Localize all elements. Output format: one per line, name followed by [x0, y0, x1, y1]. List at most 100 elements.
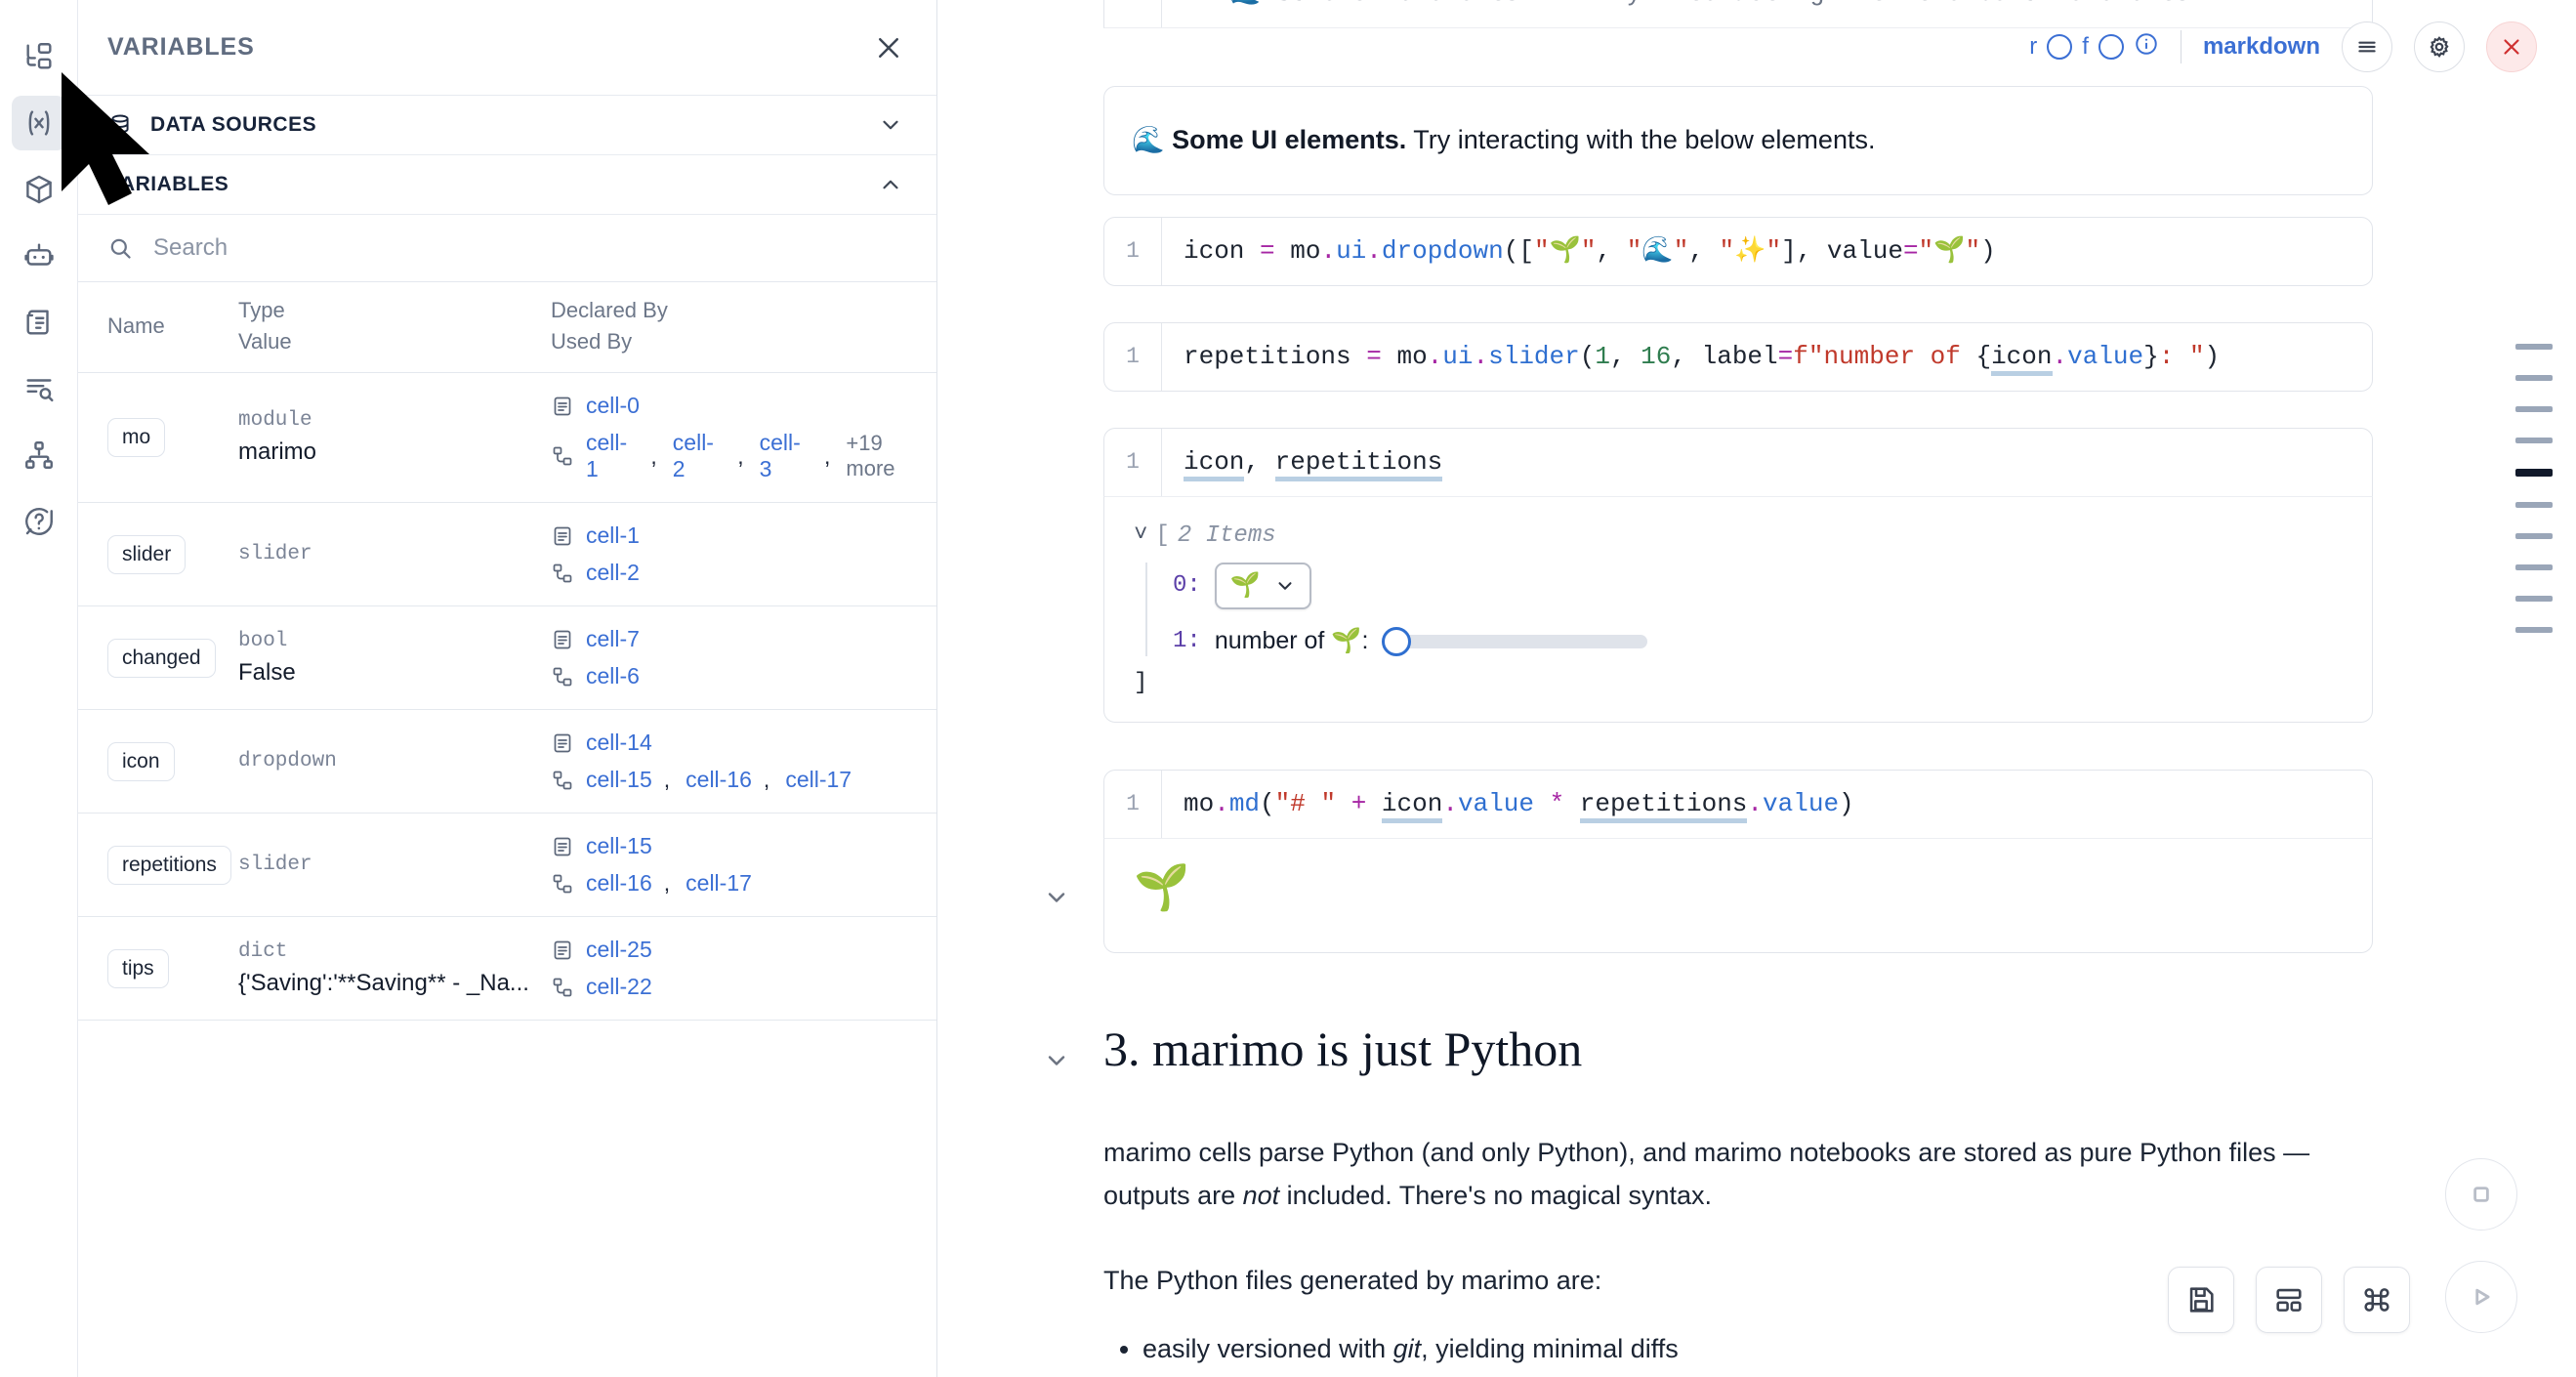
- cell-link[interactable]: cell-15: [586, 833, 652, 858]
- page-title: 3. marimo is just Python: [1103, 1022, 1583, 1076]
- defs-count-badge[interactable]: [2098, 34, 2124, 60]
- variables-icon[interactable]: [11, 96, 66, 150]
- chevron-down-icon: [883, 120, 898, 130]
- cell-link[interactable]: cell-0: [586, 393, 640, 418]
- cell-link[interactable]: cell-16: [686, 767, 752, 792]
- cell-link[interactable]: cell-17: [785, 767, 852, 792]
- code-token: .: [2052, 342, 2068, 371]
- variable-name-badge[interactable]: repetitions: [107, 845, 231, 885]
- minimap-scrollbar[interactable]: [2515, 344, 2553, 633]
- help-icon[interactable]: [12, 494, 66, 549]
- variable-name-badge[interactable]: slider: [107, 534, 187, 574]
- cell-link[interactable]: cell-2: [586, 560, 640, 585]
- dependency-icon: [553, 563, 572, 582]
- close-icon[interactable]: [874, 33, 903, 63]
- notebook-cell-markdown-source: 1 """🌊 Some UI elements.""" Try interact…: [1103, 0, 2373, 28]
- minimap-bar[interactable]: [2515, 438, 2553, 443]
- code-token: 1: [1595, 342, 1610, 371]
- code-token: [1336, 789, 1351, 818]
- variable-name-badge[interactable]: mo: [107, 418, 166, 457]
- cell-link[interactable]: cell-2: [672, 430, 714, 481]
- refs-count-badge[interactable]: [2047, 34, 2073, 60]
- code-editor[interactable]: 1 """🌊 Some UI elements.""" Try interact…: [1103, 0, 2373, 28]
- minimap-bar[interactable]: [2515, 533, 2553, 539]
- language-selector[interactable]: markdown: [2202, 33, 2320, 60]
- cell-link[interactable]: cell-14: [586, 730, 652, 755]
- minimap-bar[interactable]: [2515, 469, 2553, 477]
- minimap-bar[interactable]: [2515, 627, 2553, 633]
- info-icon[interactable]: [2134, 31, 2159, 63]
- minimap-bar[interactable]: [2515, 502, 2553, 508]
- variable-name-badge[interactable]: changed: [107, 638, 216, 678]
- dependency-graph-icon[interactable]: [12, 428, 66, 482]
- cell-link[interactable]: cell-1: [586, 522, 640, 548]
- minimap-bar[interactable]: [2515, 344, 2553, 350]
- panel-title: VARIABLES: [107, 33, 255, 61]
- stop-icon[interactable]: [2445, 1158, 2517, 1231]
- ai-assistant-icon[interactable]: [12, 229, 66, 283]
- search-input[interactable]: [153, 234, 907, 262]
- close-icon[interactable]: [2486, 21, 2537, 72]
- cell-icon: [554, 526, 571, 545]
- refs-label[interactable]: r: [2029, 33, 2038, 60]
- chevron-down-icon[interactable]: ˅: [1134, 522, 1148, 549]
- chevron-down-icon: [1278, 581, 1292, 590]
- cell-link[interactable]: cell-17: [686, 870, 752, 896]
- list-output-header[interactable]: ˅ [ 2 Items: [1134, 522, 2343, 549]
- minimap-bar[interactable]: [2515, 406, 2553, 412]
- repetitions-slider[interactable]: [1382, 626, 1648, 656]
- cell-link[interactable]: cell-3: [759, 430, 801, 481]
- code-editor[interactable]: 1 repetitions = mo.ui.slider(1, 16, labe…: [1103, 322, 2373, 392]
- code-editor[interactable]: 1 mo.md("# " + icon.value * repetitions.…: [1103, 770, 2373, 839]
- slider-thumb[interactable]: [1382, 626, 1412, 656]
- declared-by-line: cell-0: [551, 393, 936, 419]
- minimap-bar[interactable]: [2515, 375, 2553, 381]
- packages-icon[interactable]: [12, 162, 66, 217]
- scratchpad-icon[interactable]: [12, 295, 66, 350]
- minimap-bar[interactable]: [2515, 564, 2553, 570]
- variable-name-badge[interactable]: icon: [107, 741, 175, 781]
- declared-by-line: cell-15: [551, 833, 936, 859]
- cell-link[interactable]: cell-22: [586, 974, 652, 999]
- cell-link[interactable]: cell-1: [586, 430, 628, 481]
- command-icon[interactable]: [2344, 1267, 2410, 1333]
- defs-label[interactable]: f: [2082, 33, 2089, 60]
- icon-dropdown[interactable]: 🌱: [1214, 562, 1311, 609]
- cell-link[interactable]: cell-25: [586, 937, 652, 962]
- code-editor[interactable]: 1 icon = mo.ui.dropdown(["🌱", "🌊", "✨"],…: [1103, 217, 2373, 286]
- save-icon[interactable]: [2168, 1267, 2234, 1333]
- layout-icon[interactable]: [2256, 1267, 2322, 1333]
- cell-link[interactable]: cell-7: [586, 626, 640, 651]
- cell-variable-name: tips: [78, 916, 238, 1021]
- gear-icon[interactable]: [2414, 21, 2465, 72]
- hamburger-icon[interactable]: [2342, 21, 2392, 72]
- collapse-chevron-md-cell[interactable]: [1043, 884, 1070, 911]
- section-paragraph-2: The Python files generated by marimo are…: [1103, 1266, 1602, 1296]
- cell-icon: [554, 837, 571, 855]
- cell-declared-used: cell-1 cell-2: [551, 502, 936, 606]
- more-count[interactable]: +19 more: [846, 431, 895, 480]
- code-token: [1564, 789, 1580, 818]
- file-explorer-icon[interactable]: [12, 29, 66, 84]
- code-token: f"number of: [1793, 342, 1976, 371]
- cell-link[interactable]: cell-6: [586, 663, 640, 688]
- section-data-sources[interactable]: DATA SOURCES: [78, 96, 936, 155]
- run-icon[interactable]: [2445, 1261, 2517, 1333]
- logs-icon[interactable]: [12, 361, 66, 416]
- code-editor[interactable]: 1 icon, repetitions: [1103, 428, 2373, 497]
- section-variables[interactable]: VARIABLES: [78, 155, 936, 215]
- column-type-value: Type Value: [238, 282, 551, 373]
- variable-name-badge[interactable]: tips: [107, 948, 169, 988]
- cell-link[interactable]: cell-16: [586, 870, 652, 896]
- slider-track[interactable]: [1403, 634, 1648, 648]
- minimap-bar[interactable]: [2515, 596, 2553, 602]
- code-token: +: [1350, 789, 1367, 818]
- collapse-chevron-section[interactable]: [1043, 1047, 1070, 1074]
- cell-link[interactable]: cell-15: [586, 767, 652, 792]
